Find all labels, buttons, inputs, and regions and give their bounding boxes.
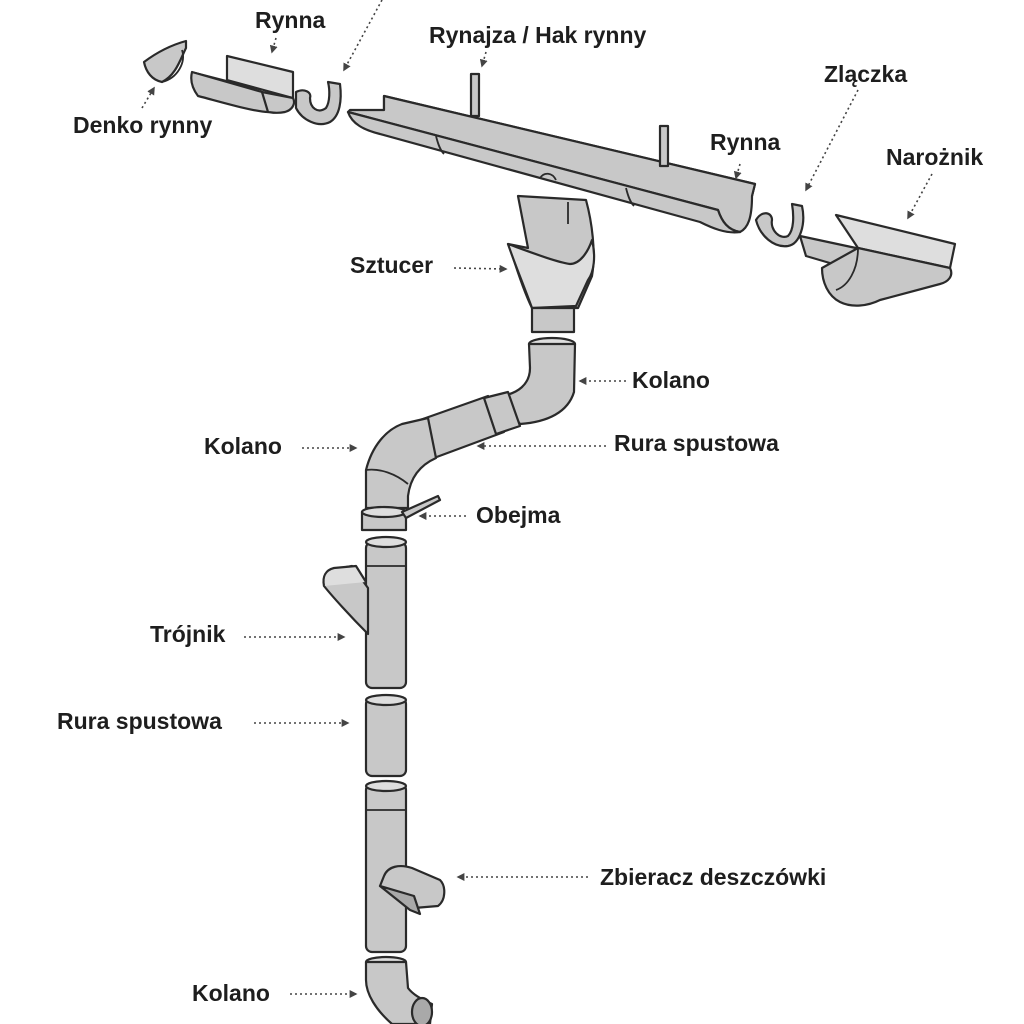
label-kolano-left: Kolano (204, 433, 282, 459)
pipe-clamp (360, 494, 442, 532)
outlet (506, 194, 596, 334)
gutter-joint (754, 202, 805, 248)
bottom-elbow (364, 955, 434, 1024)
label-rura-spustowa-lower: Rura spustowa (57, 708, 222, 734)
label-zlaczka: Zlączka (824, 61, 907, 87)
long-gutter (346, 94, 757, 234)
leader-lines (141, 0, 933, 998)
label-rynna-right: Rynna (710, 129, 781, 155)
label-sztucer: Sztucer (350, 252, 433, 278)
label-rura-spustowa-upper: Rura spustowa (614, 430, 779, 456)
elbow (498, 336, 577, 426)
gutter-hook (469, 72, 481, 118)
elbow (364, 416, 438, 510)
tee-branch (322, 535, 408, 690)
gutter-hook (658, 124, 670, 168)
gutter-end-cap (142, 39, 188, 84)
label-rynna-top: Rynna (255, 7, 326, 33)
label-naroznik: Narożnik (886, 144, 983, 170)
short-gutter (190, 54, 296, 114)
corner-gutter (798, 213, 957, 307)
label-kolano-bottom: Kolano (192, 980, 270, 1006)
gutter-joint (294, 80, 342, 126)
label-obejma: Obejma (476, 502, 561, 528)
label-denko-rynny: Denko rynny (73, 112, 213, 138)
label-rynajza-hak-rynny: Rynajza / Hak rynny (429, 22, 647, 48)
rainwater-collector (364, 779, 446, 954)
downpipe (364, 693, 408, 778)
label-zbieracz-deszczowki: Zbieracz deszczówki (600, 864, 826, 890)
label-kolano-upper: Kolano (632, 367, 710, 393)
label-trojnik: Trójnik (150, 621, 226, 647)
